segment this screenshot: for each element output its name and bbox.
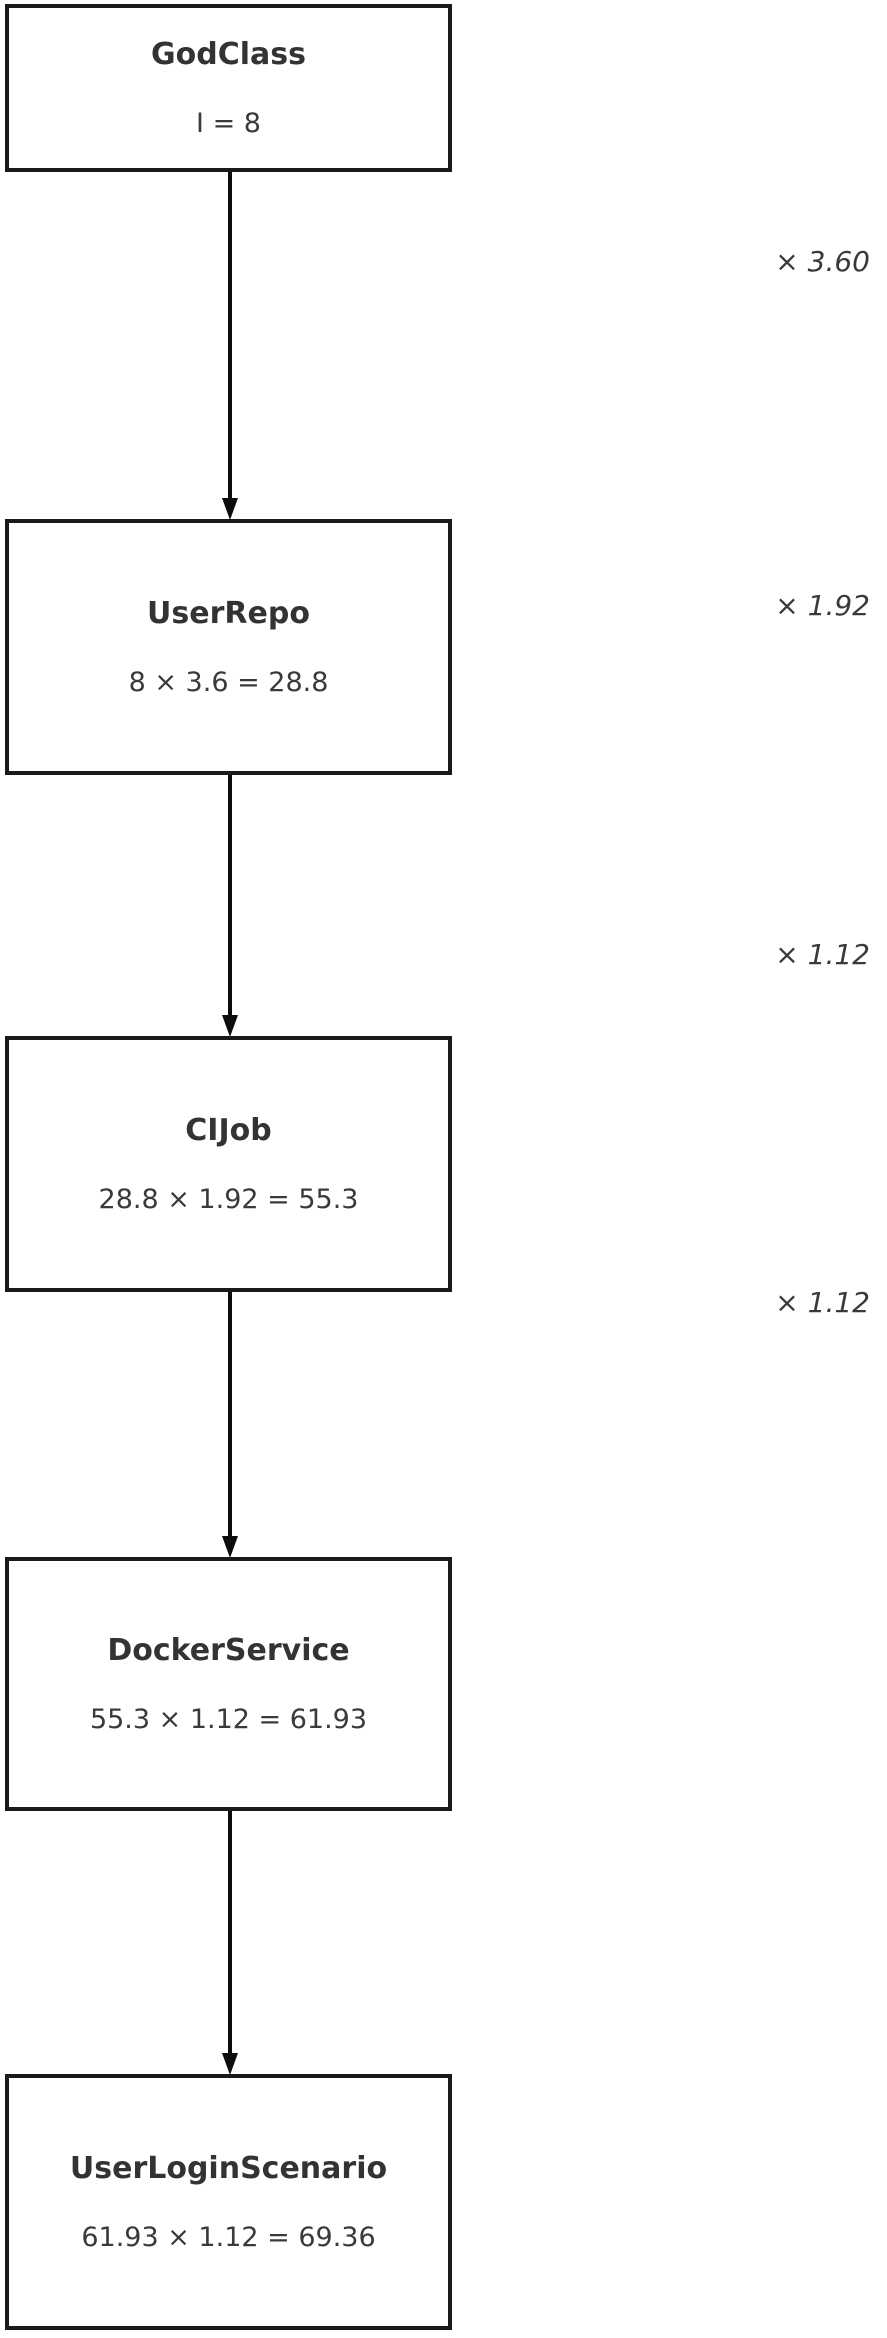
arrow-head-icon <box>222 1015 238 1037</box>
node-cijob[interactable]: CIJob 28.8 × 1.92 = 55.3 <box>5 1036 452 1292</box>
node-formula: 8 × 3.6 = 28.8 <box>128 666 329 698</box>
node-title: GodClass <box>151 36 306 72</box>
node-title: UserLoginScenario <box>69 2150 388 2186</box>
arrow-shaft-icon <box>228 775 232 1015</box>
node-title: CIJob <box>185 1112 272 1148</box>
arrow-shaft-icon <box>228 1811 232 2053</box>
node-formula: 28.8 × 1.92 = 55.3 <box>98 1183 359 1215</box>
arrow-head-icon <box>222 1536 238 1558</box>
arrow-dockerservice-to-userloginscenario <box>222 1811 238 2075</box>
arrow-godclass-to-userrepo <box>222 172 238 520</box>
arrow-shaft-icon <box>228 1292 232 1536</box>
node-title: UserRepo <box>147 595 310 631</box>
node-formula: 55.3 × 1.12 = 61.93 <box>89 1703 368 1735</box>
node-formula: I = 8 <box>196 107 261 139</box>
node-dockerservice[interactable]: DockerService 55.3 × 1.12 = 61.93 <box>5 1557 452 1811</box>
node-title: DockerService <box>107 1632 350 1668</box>
node-formula: 61.93 × 1.12 = 69.36 <box>81 2221 376 2253</box>
edge-label-multiplier: × 3.60 <box>775 245 870 278</box>
arrow-head-icon <box>222 2053 238 2075</box>
edge-label-multiplier: × 1.92 <box>775 589 870 622</box>
edge-label-multiplier: × 1.12 <box>775 1286 870 1319</box>
edge-label-multiplier: × 1.12 <box>775 938 870 971</box>
arrow-head-icon <box>222 498 238 520</box>
arrow-cijob-to-dockerservice <box>222 1292 238 1558</box>
node-userloginscenario[interactable]: UserLoginScenario 61.93 × 1.12 = 69.36 <box>5 2074 452 2330</box>
arrow-shaft-icon <box>228 172 232 498</box>
arrow-userrepo-to-cijob <box>222 775 238 1037</box>
node-godclass[interactable]: GodClass I = 8 <box>5 4 452 172</box>
node-userrepo[interactable]: UserRepo 8 × 3.6 = 28.8 <box>5 519 452 775</box>
